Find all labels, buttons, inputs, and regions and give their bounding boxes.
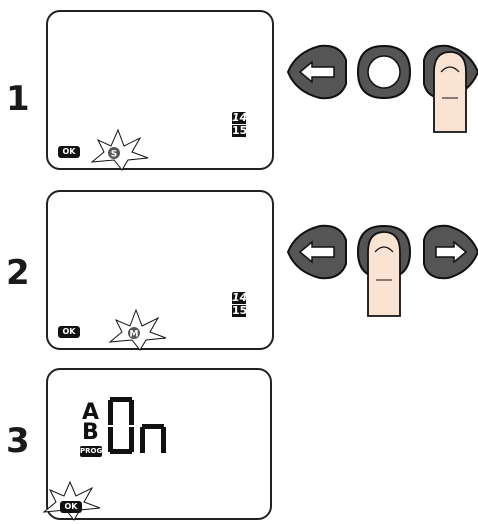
right-arrow-button[interactable] — [424, 226, 478, 278]
page-bottom: 15 — [232, 305, 246, 317]
right-arrow-icon — [436, 62, 466, 82]
left-arrow-button[interactable] — [288, 226, 346, 278]
flash-symbol: M — [130, 330, 139, 340]
page-top: 14 — [232, 112, 246, 124]
lcd-display-1: OK S 14 15 — [46, 10, 274, 170]
left-arrow-icon — [300, 242, 334, 262]
step-number-1: 1 — [6, 82, 30, 116]
page-bottom: 15 — [232, 125, 246, 137]
circle-icon — [368, 56, 400, 88]
center-circle-button[interactable] — [358, 226, 410, 278]
page-indicator: 14 15 — [232, 112, 246, 137]
starburst-icon: M — [48, 192, 276, 352]
finger-icon — [368, 232, 400, 316]
page-top: 14 — [232, 292, 246, 304]
center-circle-button[interactable] — [358, 46, 410, 98]
left-arrow-icon — [300, 62, 334, 82]
starburst-icon: S — [48, 12, 276, 172]
right-arrow-button[interactable] — [424, 46, 478, 98]
ok-badge: OK — [60, 501, 82, 513]
step-number-3: 3 — [6, 424, 30, 458]
page-indicator: 14 15 — [232, 292, 246, 317]
step-number-2: 2 — [6, 256, 30, 290]
lcd-display-2: OK M 14 15 — [46, 190, 274, 350]
flash-symbol: S — [111, 150, 117, 160]
right-arrow-icon — [436, 242, 466, 262]
starburst-icon — [42, 370, 268, 522]
left-arrow-button[interactable] — [288, 46, 346, 98]
lcd-display-3: A B PROG On OK — [46, 368, 272, 520]
finger-icon — [434, 52, 466, 132]
